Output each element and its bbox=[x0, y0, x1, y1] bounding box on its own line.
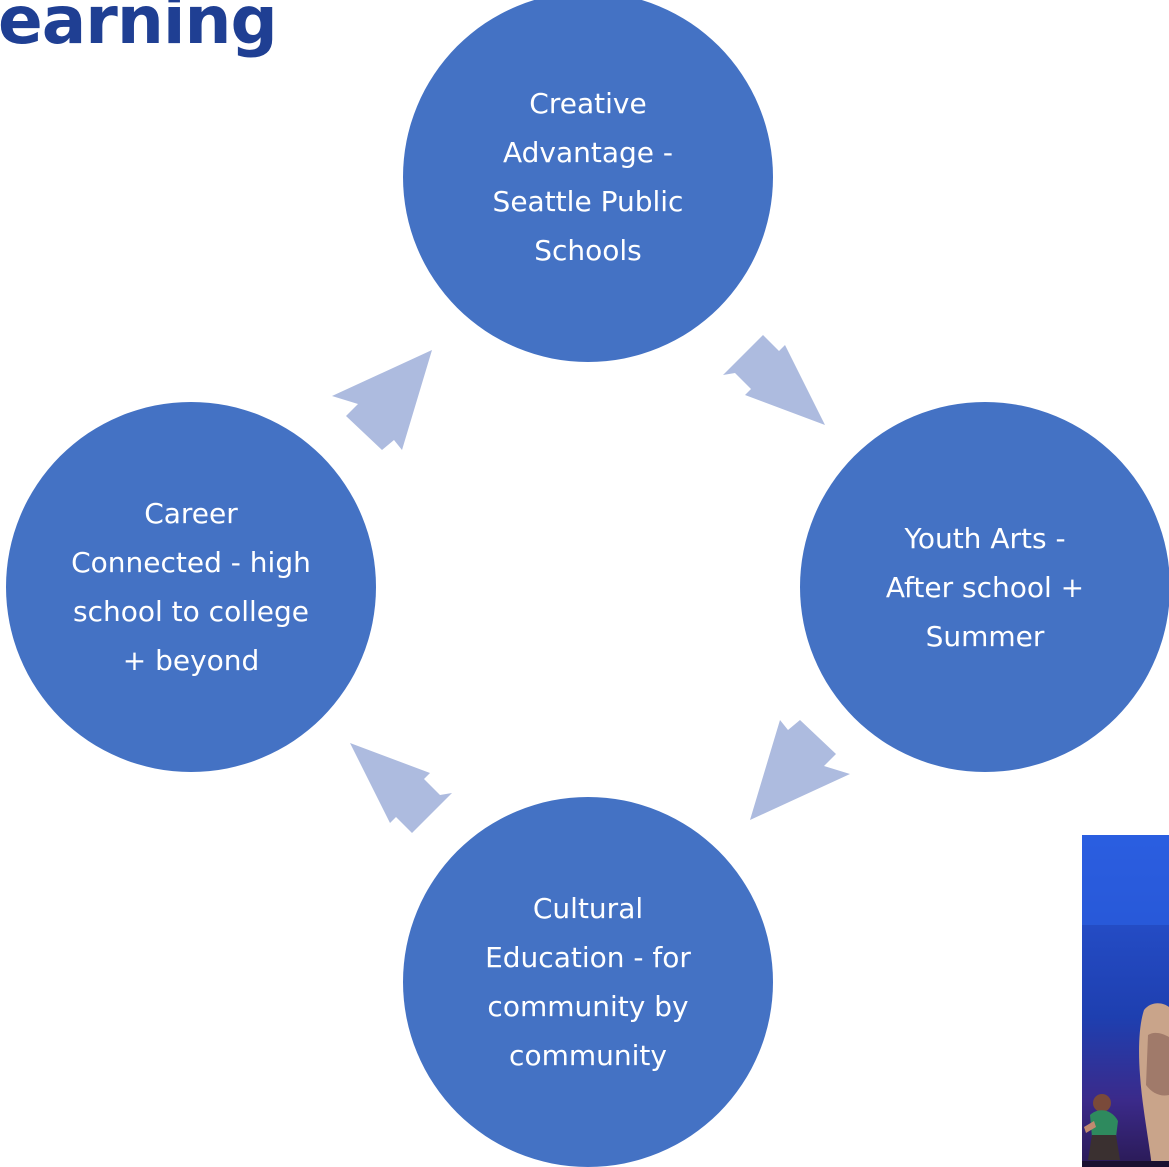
page-title: earning bbox=[0, 0, 278, 59]
arrow-top-to-right bbox=[723, 335, 825, 425]
node-label: Career Connected - high school to colleg… bbox=[71, 497, 311, 677]
arrow-right-to-bottom bbox=[750, 720, 850, 820]
node-label: Cultural Education - for community by co… bbox=[485, 892, 691, 1072]
cycle-node-cultural-education: Cultural Education - for community by co… bbox=[403, 797, 773, 1167]
cycle-node-creative-advantage: Creative Advantage - Seattle Public Scho… bbox=[403, 0, 773, 362]
node-label: Creative Advantage - Seattle Public Scho… bbox=[492, 87, 684, 267]
node-label: Youth Arts - After school + Summer bbox=[885, 521, 1085, 653]
cycle-node-career-connected: Career Connected - high school to colleg… bbox=[6, 402, 376, 772]
arrow-bottom-to-left bbox=[350, 743, 452, 833]
dance-performance-photo bbox=[1082, 835, 1169, 1167]
arrow-left-to-top bbox=[332, 350, 432, 450]
cycle-node-youth-arts: Youth Arts - After school + Summer bbox=[800, 402, 1169, 772]
